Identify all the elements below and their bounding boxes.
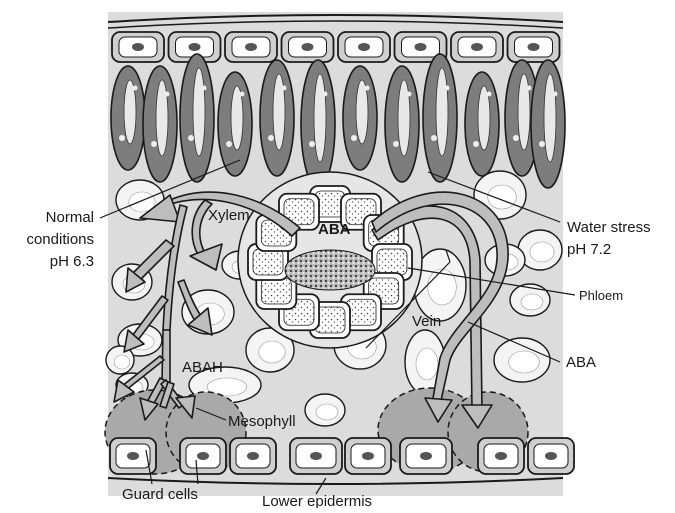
label-normal-conditions-1: Normal <box>46 209 94 226</box>
label-water-stress-2: pH 7.2 <box>567 241 611 258</box>
lower-epidermis-cell <box>230 438 276 474</box>
palisade-cell <box>180 54 214 182</box>
spongy-cell <box>510 284 550 316</box>
palisade-cell <box>260 60 294 176</box>
upper-epidermis-cell <box>451 32 503 62</box>
palisade-cell <box>143 66 177 182</box>
lower-epidermis-cell <box>180 438 226 474</box>
label-aba-right: ABA <box>566 354 596 371</box>
label-abah: ABAH <box>182 359 223 376</box>
spongy-cell <box>494 338 550 382</box>
palisade-cell <box>301 60 335 188</box>
vein-bundle <box>238 172 422 348</box>
lower-epidermis-cell <box>345 438 391 474</box>
palisade-cell <box>465 72 499 176</box>
phloem-tissue <box>285 250 375 290</box>
lower-epidermis-cell <box>290 438 342 474</box>
label-mesophyll: Mesophyll <box>228 413 296 430</box>
palisade-cell <box>218 72 252 176</box>
label-normal-conditions-2: conditions <box>26 231 94 248</box>
label-aba-center: ABA <box>318 221 351 238</box>
palisade-cell <box>385 66 419 182</box>
lower-epidermis-cell <box>400 438 452 474</box>
label-xylem: Xylem <box>208 207 250 224</box>
upper-epidermis-cell <box>338 32 390 62</box>
upper-epidermis-cell <box>112 32 164 62</box>
palisade-cell <box>531 60 565 188</box>
spongy-cell <box>305 394 345 426</box>
label-phloem: Phloem <box>579 288 623 303</box>
label-lower-epidermis: Lower epidermis <box>262 493 372 508</box>
lower-epidermis-cell <box>528 438 574 474</box>
lower-epidermis-cell <box>478 438 524 474</box>
label-guard-cells: Guard cells <box>122 486 198 503</box>
palisade-cell <box>343 66 377 170</box>
upper-epidermis-cell <box>508 32 560 62</box>
label-normal-conditions-3: pH 6.3 <box>50 253 94 270</box>
label-vein: Vein <box>412 313 441 330</box>
palisade-cell <box>423 54 457 182</box>
label-water-stress-1: Water stress <box>567 219 651 236</box>
palisade-cell <box>111 66 145 170</box>
upper-epidermis-cell <box>282 32 334 62</box>
upper-epidermis-cell <box>225 32 277 62</box>
